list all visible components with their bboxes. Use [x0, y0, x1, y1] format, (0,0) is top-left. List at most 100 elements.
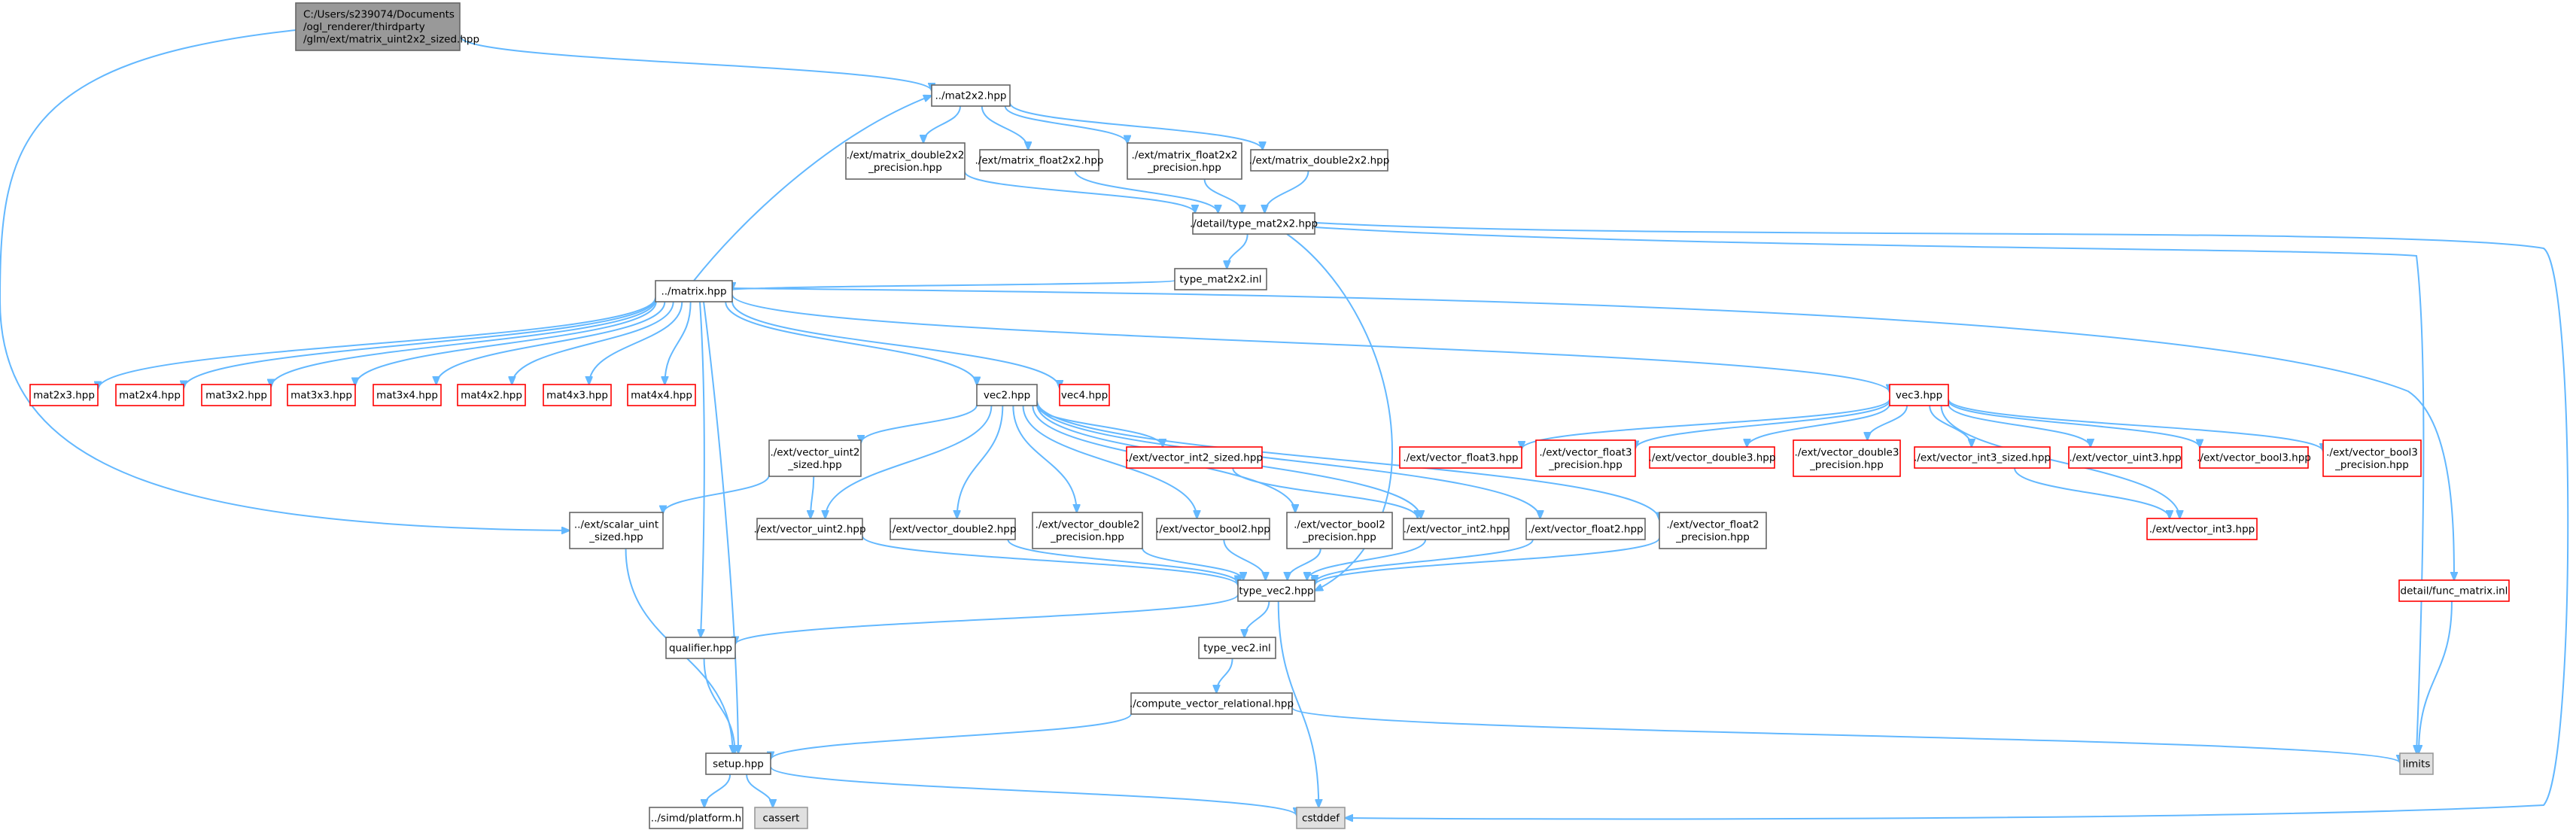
- edge-matrix-to-mat3x2: [271, 299, 656, 388]
- node-label: ../matrix.hpp: [661, 286, 726, 298]
- node-label: ../mat2x2.hpp: [935, 90, 1006, 102]
- edge-mat2x2-to-md2x2p: [923, 105, 961, 143]
- node-vf2[interactable]: ./ext/vector_float2.hpp: [1525, 518, 1646, 540]
- node-box: [1156, 518, 1270, 540]
- node-vi2[interactable]: ./ext/vector_int2.hpp: [1403, 518, 1510, 540]
- node-mat4x4[interactable]: mat4x4.hpp: [627, 384, 696, 406]
- node-box: [287, 384, 356, 406]
- edge-matrix-to-vec2: [725, 301, 977, 385]
- node-box: [373, 384, 442, 406]
- node-tvec2[interactable]: type_vec2.hpp: [1237, 579, 1315, 602]
- edge-vec2-to-vd2p: [1012, 405, 1076, 512]
- edge-vu2s-to-vu2: [811, 476, 815, 518]
- node-vf3p[interactable]: ./ext/vector_float3_precision.hpp: [1535, 439, 1636, 477]
- edge-vec2-to-vu2s: [861, 404, 978, 443]
- node-mf2x2p[interactable]: ./ext/matrix_float2x2_precision.hpp: [1127, 142, 1242, 180]
- node-vf2p[interactable]: ./ext/vector_float2_precision.hpp: [1659, 512, 1767, 549]
- node-mat3x3[interactable]: mat3x3.hpp: [287, 384, 356, 406]
- node-cassert[interactable]: cassert: [754, 807, 808, 829]
- node-tmat2x2inl[interactable]: type_mat2x2.inl: [1174, 268, 1267, 290]
- edge-vec2-to-vf2p: [1036, 400, 1659, 521]
- node-vec4[interactable]: vec4.hpp: [1059, 384, 1110, 406]
- edge-vu2s-to-scalaru: [663, 474, 770, 513]
- node-box: [1399, 446, 1522, 469]
- node-tmat2x2[interactable]: ./detail/type_mat2x2.hpp: [1190, 212, 1318, 235]
- edge-vec3-to-vf3p: [1635, 400, 1890, 448]
- node-box: [1659, 512, 1767, 549]
- node-mat3x4[interactable]: mat3x4.hpp: [373, 384, 442, 406]
- node-label: _precision.hpp: [1809, 459, 1884, 471]
- edge-cvr-to-limits: [1291, 707, 2400, 763]
- node-vec3[interactable]: vec3.hpp: [1889, 384, 1949, 406]
- edge-vb2p-to-tvec2: [1288, 548, 1321, 580]
- node-matrix[interactable]: ../matrix.hpp: [655, 280, 733, 302]
- node-box: [754, 807, 808, 829]
- node-setup[interactable]: setup.hpp: [705, 752, 771, 775]
- node-tvec2inl[interactable]: type_vec2.inl: [1198, 637, 1276, 659]
- node-box: [2322, 439, 2422, 477]
- node-mat4x2[interactable]: mat4x2.hpp: [457, 384, 526, 406]
- node-mat3x2[interactable]: mat3x2.hpp: [201, 384, 272, 406]
- node-vu2s[interactable]: ./ext/vector_uint2_sized.hpp: [768, 439, 862, 477]
- node-vec2[interactable]: vec2.hpp: [976, 384, 1038, 406]
- node-md2x2p[interactable]: ./ext/matrix_double2x2_precision.hpp: [845, 142, 966, 180]
- node-mat2x2[interactable]: ../mat2x2.hpp: [931, 84, 1011, 107]
- node-mat4x3[interactable]: mat4x3.hpp: [543, 384, 612, 406]
- node-label: ./compute_vector_relational.hpp: [1130, 698, 1294, 710]
- edge-tmat2x2-to-tmat2x2inl: [1227, 233, 1248, 269]
- node-vb3[interactable]: ./ext/vector_bool3.hpp: [2197, 446, 2311, 469]
- node-qualifier[interactable]: qualifier.hpp: [665, 637, 736, 659]
- node-scalaru[interactable]: ../ext/scalar_uint_sized.hpp: [569, 512, 664, 549]
- edge-matrix-to-mat2x2: [693, 96, 932, 281]
- edge-matrix-to-qualifier: [700, 301, 705, 637]
- node-label: /glm/ext/matrix_uint2x2_sized.hpp: [303, 34, 479, 46]
- node-limits[interactable]: limits: [2399, 752, 2434, 775]
- node-label: vec3.hpp: [1896, 390, 1942, 402]
- node-vi2s[interactable]: ./ext/vector_int2_sized.hpp: [1126, 446, 1263, 469]
- node-label: ./ext/vector_int2_sized.hpp: [1126, 452, 1263, 464]
- node-box: [976, 384, 1038, 406]
- node-label: setup.hpp: [713, 759, 764, 771]
- node-vu2[interactable]: ./ext/vector_uint2.hpp: [753, 518, 866, 540]
- node-vi3[interactable]: ./ext/vector_int3.hpp: [2146, 518, 2258, 540]
- node-label: ./detail/type_mat2x2.hpp: [1190, 218, 1318, 230]
- node-label: _precision.hpp: [1548, 459, 1623, 471]
- node-mat2x3[interactable]: mat2x3.hpp: [29, 384, 99, 406]
- node-vd3p[interactable]: ./ext/vector_double3_precision.hpp: [1793, 439, 1901, 477]
- node-vi3s[interactable]: ./ext/vector_int3_sized.hpp: [1914, 446, 2051, 469]
- node-label: ./ext/vector_int2.hpp: [1404, 524, 1509, 536]
- node-vd2p[interactable]: ./ext/vector_double2_precision.hpp: [1032, 512, 1143, 549]
- edge-matrix-to-mat3x4: [436, 301, 666, 385]
- node-mat2x4[interactable]: mat2x4.hpp: [115, 384, 184, 406]
- node-cstddef[interactable]: cstddef: [1296, 807, 1346, 829]
- node-vb2p[interactable]: ./ext/vector_bool2_precision.hpp: [1286, 512, 1393, 549]
- node-label: ./ext/vector_float3: [1539, 446, 1632, 458]
- node-vb3p[interactable]: ./ext/vector_bool3_precision.hpp: [2322, 439, 2422, 477]
- edge-tmat2x2-to-limits: [1314, 226, 2425, 753]
- node-vb2[interactable]: ./ext/vector_bool2.hpp: [1156, 518, 1270, 540]
- node-box: [115, 384, 184, 406]
- edge-mf2x2p-to-tmat2x2: [1203, 178, 1242, 213]
- node-mf2x2[interactable]: ./ext/matrix_float2x2.hpp: [975, 149, 1104, 172]
- node-simd[interactable]: ../simd/platform.h: [649, 807, 744, 829]
- node-vd2[interactable]: ./ext/vector_double2.hpp: [890, 518, 1017, 540]
- node-funcmatrix[interactable]: detail/func_matrix.inl: [2398, 579, 2510, 602]
- node-vd3[interactable]: ./ext/vector_double3.hpp: [1649, 446, 1776, 469]
- node-box: [1296, 807, 1346, 829]
- node-cvr[interactable]: ./compute_vector_relational.hpp: [1130, 692, 1294, 715]
- node-label: type_vec2.hpp: [1239, 585, 1313, 597]
- edge-root-to-scalaru: [0, 29, 570, 531]
- node-md2x2[interactable]: ./ext/matrix_double2x2.hpp: [1249, 149, 1390, 172]
- nodes-layer: C:/Users/s239074/Documents/ogl_renderer/…: [29, 2, 2510, 829]
- edge-mat2x2-to-mf2x2p: [1004, 105, 1127, 144]
- edge-md2x2-to-tmat2x2: [1265, 170, 1309, 213]
- node-vf3[interactable]: ./ext/vector_float3.hpp: [1399, 446, 1522, 469]
- node-label: ./ext/vector_double2.hpp: [890, 524, 1017, 536]
- node-box: [543, 384, 612, 406]
- node-label: _precision.hpp: [2334, 459, 2409, 471]
- node-label: ./ext/vector_float2.hpp: [1528, 524, 1643, 536]
- node-box: [1535, 439, 1636, 477]
- node-vu3[interactable]: ./ext/vector_uint3.hpp: [2068, 446, 2182, 469]
- node-box: [1525, 518, 1646, 540]
